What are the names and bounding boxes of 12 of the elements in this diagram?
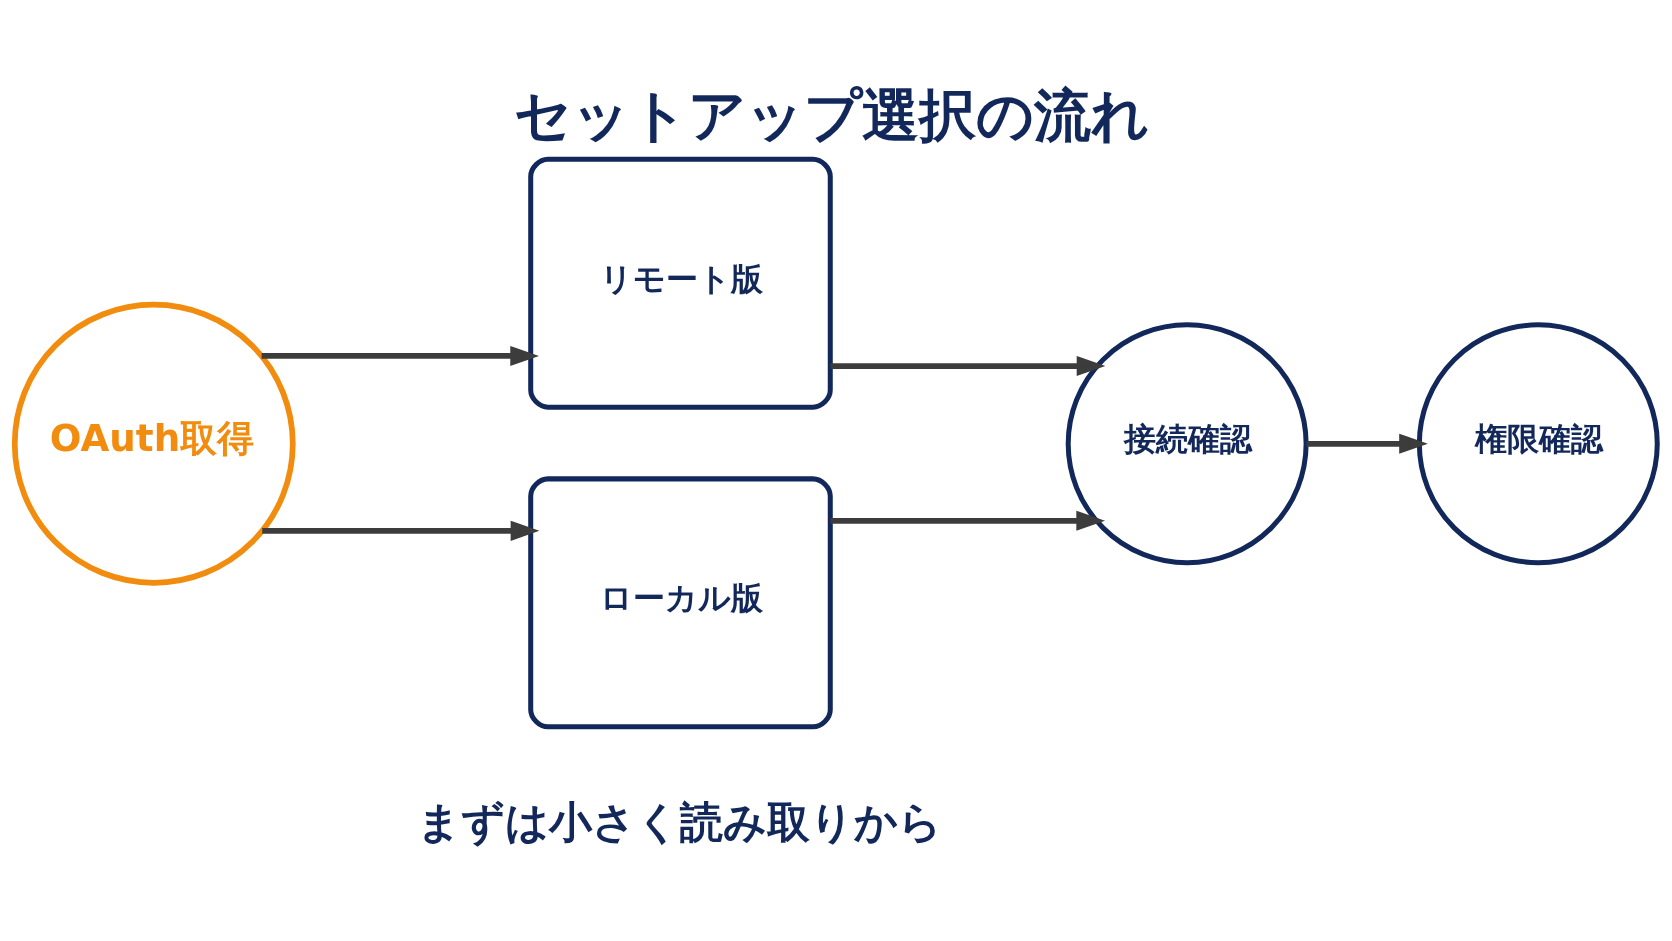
node-circle: 接続確認 [1065,321,1309,565]
node-box: リモート版 [528,156,833,410]
node-circle: 権限確認 [1416,321,1660,565]
node-circle: OAuth取得 [11,301,296,586]
arrow [1306,433,1428,454]
diagram-title: セットアップ選択の流れ [513,81,1149,149]
arrow [830,355,1106,376]
caption: まずは小さく読み取りから [417,796,943,847]
arrow [830,510,1106,531]
arrow [261,345,539,366]
node-box: ローカル版 [528,475,833,729]
arrow [262,520,540,541]
